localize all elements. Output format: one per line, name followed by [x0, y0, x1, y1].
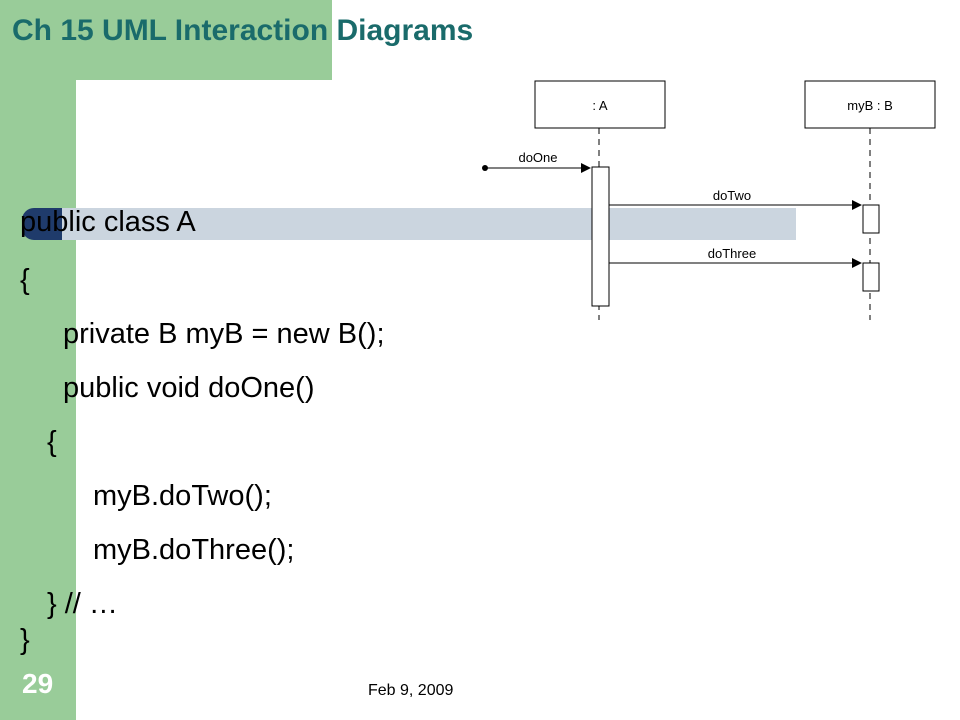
sequence-diagram: : A myB : B doOne doTwo doThree — [482, 80, 936, 320]
top-accent-band — [0, 0, 332, 80]
footer-date: Feb 9, 2009 — [368, 682, 454, 699]
slide-number: 29 — [22, 668, 54, 699]
message-dotwo-label: doTwo — [713, 188, 751, 203]
highlight-bar — [40, 208, 796, 240]
message-doone-label: doOne — [518, 150, 557, 165]
code-line-call-dotwo: myB.doTwo(); — [93, 480, 272, 512]
activation-b-dothree — [862, 262, 880, 292]
content-corner — [76, 80, 136, 140]
activation-a — [591, 166, 610, 307]
code-line-class-close: } — [20, 624, 30, 656]
message-dothree-label: doThree — [708, 246, 756, 261]
lifeline-b-box — [804, 80, 936, 129]
activation-b-dotwo — [862, 204, 880, 234]
code-line-call-dothree: myB.doThree(); — [93, 534, 295, 566]
lifeline-a-box — [534, 80, 666, 129]
code-line-method-close: } // … — [47, 588, 118, 620]
lifeline-b-label: myB : B — [847, 98, 893, 113]
code-line-method-decl: public void doOne() — [63, 372, 315, 404]
code-line-class-decl: public class A — [20, 206, 196, 238]
code-line-field: private B myB = new B(); — [63, 318, 385, 350]
bullet-marker — [22, 208, 62, 240]
code-line-method-open: { — [47, 426, 57, 458]
lifeline-a-label: : A — [592, 98, 608, 113]
slide-title: Ch 15 UML Interaction Diagrams — [12, 14, 474, 47]
code-line-open-brace: { — [20, 264, 30, 296]
left-accent-strip — [0, 0, 76, 720]
